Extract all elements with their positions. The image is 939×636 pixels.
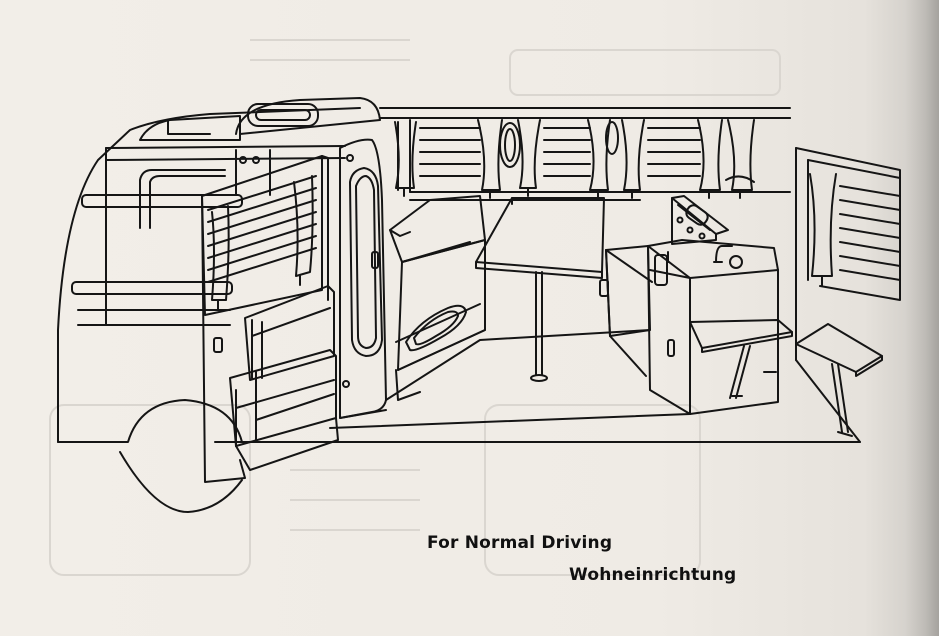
line-art — [57, 97, 901, 513]
bleed-through — [49, 39, 781, 576]
caption-german: Wohneinrichtung — [569, 565, 737, 585]
page-edge-shadow — [905, 0, 939, 636]
caption-english: For Normal Driving — [427, 533, 613, 553]
